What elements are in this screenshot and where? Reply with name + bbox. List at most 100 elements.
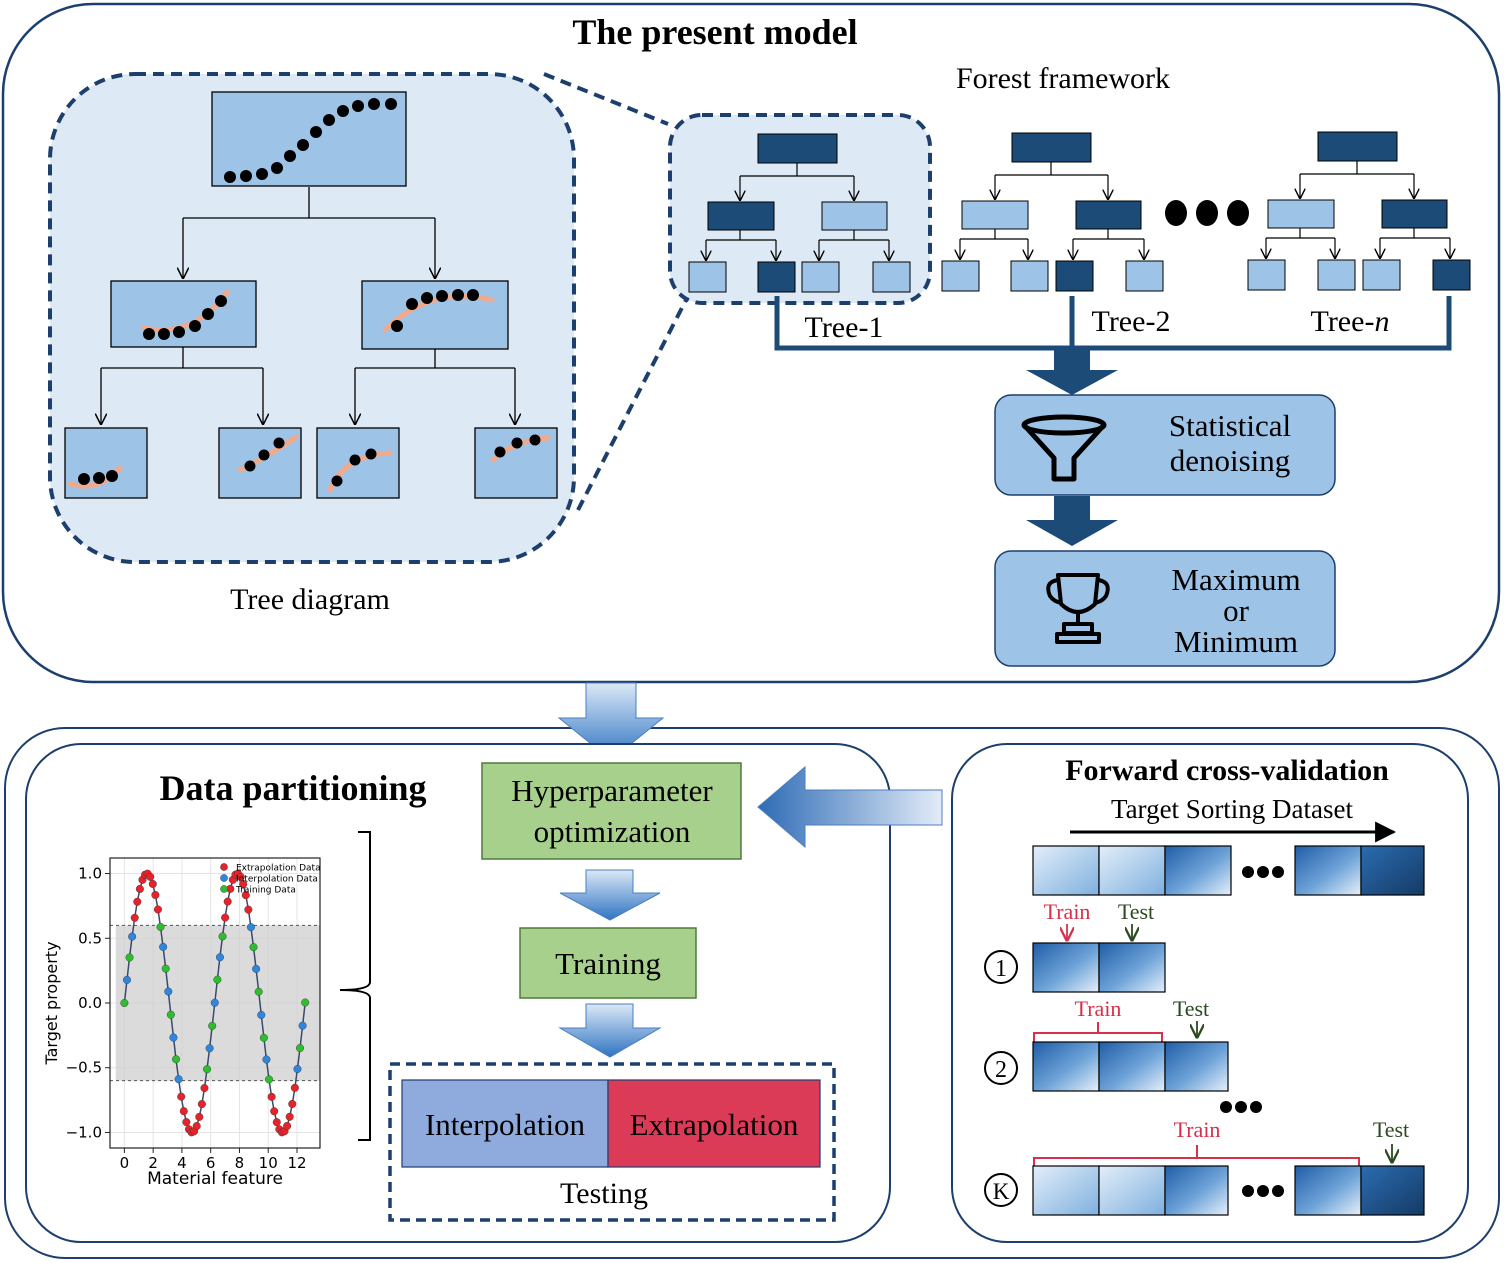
data-point-19	[169, 1033, 178, 1042]
data-point-55	[262, 1055, 271, 1064]
fold-k-badge	[984, 1173, 1018, 1207]
fold-k-train-label: Train	[1174, 1117, 1221, 1142]
fold-k-ellipsis	[1242, 1185, 1284, 1197]
y-tick-label-4: −1.0	[66, 1123, 102, 1141]
tree-leaf-3	[316, 427, 400, 499]
tree-leaf-2	[218, 427, 302, 499]
statistical-denoising-line1: Statistical	[1169, 408, 1291, 443]
data-point-33	[205, 1044, 214, 1053]
y-tick-label-3: −0.5	[66, 1059, 102, 1077]
tree-diagram-label: Tree diagram	[230, 583, 390, 616]
target-sorting-label: Target Sorting Dataset	[1111, 794, 1354, 824]
fold-1-blocks	[1032, 942, 1166, 993]
data-point-46	[239, 880, 248, 889]
data-point-51	[252, 964, 261, 973]
data-point-11	[148, 879, 157, 888]
data-point-70	[301, 998, 310, 1007]
tree-connectors	[101, 187, 515, 424]
dataset-ellipsis	[1242, 866, 1284, 878]
fold-1-badge	[984, 950, 1018, 984]
data-point-50	[249, 943, 258, 952]
y-axis-label: Target property	[42, 941, 61, 1065]
fold-2-badge	[984, 1051, 1018, 1085]
data-point-21	[174, 1075, 183, 1084]
x-tick-label-1: 2	[148, 1154, 158, 1172]
data-point-5	[133, 897, 142, 906]
extrapolation-label: Extrapolation	[630, 1107, 799, 1142]
data-point-45	[236, 872, 245, 881]
side-arrow-from-cv	[757, 765, 943, 849]
zoom-line-bottom	[576, 299, 688, 511]
tree-2-label: Tree-2	[1092, 305, 1171, 338]
data-point-49	[246, 923, 255, 932]
data-point-58	[270, 1107, 279, 1116]
y-tick-label-1: 0.5	[78, 929, 102, 947]
fold-2-train-label: Train	[1075, 996, 1122, 1021]
ellipsis-dots	[1165, 200, 1249, 226]
data-point-0	[120, 999, 129, 1008]
data-point-52	[254, 987, 263, 996]
data-point-39	[221, 913, 230, 922]
data-points	[120, 869, 310, 1137]
tree-diagram-panel	[48, 72, 576, 564]
x-tick-label-0: 0	[120, 1154, 130, 1172]
data-point-66	[290, 1083, 299, 1092]
data-point-29	[195, 1112, 204, 1121]
data-point-59	[272, 1118, 281, 1127]
data-point-64	[285, 1112, 294, 1121]
data-point-36	[213, 975, 222, 984]
tree-root-node	[211, 91, 407, 187]
data-point-69	[298, 1021, 307, 1030]
down-arrow-to-hyperparameter	[557, 682, 665, 761]
y-ticks: 1.00.50.0−0.5−1.0	[66, 865, 110, 1141]
training-box	[519, 927, 697, 999]
data-point-67	[293, 1065, 302, 1074]
extrapolation-box	[607, 1079, 821, 1168]
data-point-65	[288, 1099, 297, 1108]
funnel-icon	[1021, 414, 1107, 482]
data-point-54	[259, 1033, 268, 1042]
interpolation-label: Interpolation	[425, 1107, 586, 1142]
tree-1	[688, 133, 911, 293]
down-arrow-to-training	[559, 869, 661, 921]
max-min-line1: Maximum	[1171, 562, 1300, 597]
data-point-31	[200, 1084, 209, 1093]
tree-2	[941, 132, 1164, 292]
data-point-37	[215, 953, 224, 962]
x-tick-label-6: 12	[287, 1154, 306, 1172]
data-point-1	[122, 975, 131, 984]
data-point-56	[265, 1075, 274, 1084]
dataset-blocks	[1032, 845, 1425, 896]
data-point-20	[172, 1055, 181, 1064]
data-point-57	[267, 1092, 276, 1101]
training-label: Training	[555, 946, 661, 981]
fold-k-letter: K	[993, 1179, 1010, 1204]
tree-node-right	[361, 280, 509, 350]
tree-leaf-1	[64, 427, 148, 499]
data-point-32	[203, 1065, 212, 1074]
hyperparameter-box	[481, 762, 742, 860]
data-point-12	[151, 890, 160, 899]
y-tick-label-0: 1.0	[78, 865, 102, 883]
hyperparameter-line1: Hyperparameter	[511, 773, 713, 808]
data-point-22	[177, 1092, 186, 1101]
testing-label: Testing	[560, 1177, 648, 1210]
legend-marker-0	[220, 863, 228, 871]
data-point-18	[166, 1010, 175, 1019]
max-min-box	[994, 550, 1336, 667]
data-point-63	[283, 1121, 292, 1130]
data-point-38	[218, 932, 227, 941]
fold-k-blocks	[1032, 1165, 1425, 1216]
x-axis-label: Material feature	[147, 1169, 283, 1189]
data-point-10	[146, 872, 155, 881]
data-point-47	[241, 891, 250, 900]
x-tick-label-5: 10	[259, 1154, 278, 1172]
data-point-2	[125, 953, 134, 962]
data-point-17	[164, 987, 173, 996]
curly-brace	[339, 831, 371, 1141]
fold-k-test-label: Test	[1373, 1117, 1409, 1142]
data-point-24	[182, 1118, 191, 1127]
